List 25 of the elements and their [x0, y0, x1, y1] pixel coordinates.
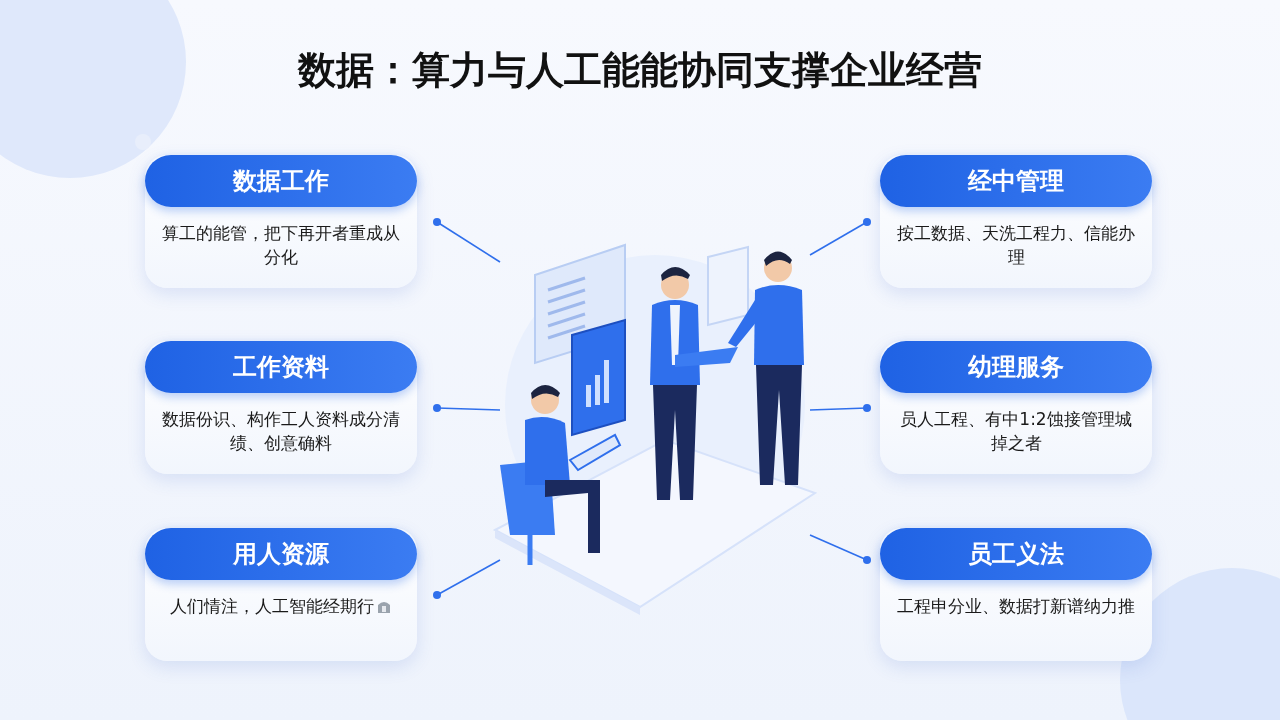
info-card [145, 341, 417, 474]
title: 数据：算力与人工能能协同支撑企业经营 [296, 47, 983, 94]
info-card [880, 341, 1152, 474]
connector-line [809, 404, 871, 412]
heading-banner: 数据工作 [145, 155, 417, 207]
heading-banner: 员工义法 [880, 528, 1152, 580]
info-card [145, 155, 417, 288]
connector-line [433, 559, 501, 599]
card-text: 人们情注，人工智能经期行 [170, 596, 374, 616]
heading-banner: 幼理服务 [880, 341, 1152, 393]
card-text: 员人工程、有中1:2蚀接管理城掉之者 [900, 409, 1132, 453]
heading-banner: 经中管理 [880, 155, 1152, 207]
connector-line [809, 218, 871, 256]
heading-banner: 用人资源 [145, 528, 417, 580]
info-card [145, 528, 417, 661]
connector-line [433, 404, 501, 412]
card-text: 算工的能管，把下再开者重成从分化 [162, 223, 400, 267]
info-card [880, 155, 1152, 288]
info-card [880, 528, 1152, 661]
card-text: 数据份识、构作工人资料成分清绩、创意确料 [162, 409, 400, 453]
connector-line [433, 218, 501, 263]
card-text: 按工数据、天洗工程力、信能办理 [897, 223, 1135, 267]
card-text: 工程申分业、数据打新谱纳力推 [897, 596, 1135, 616]
heading-banner: 工作资料 [145, 341, 417, 393]
connector-line [809, 534, 871, 564]
